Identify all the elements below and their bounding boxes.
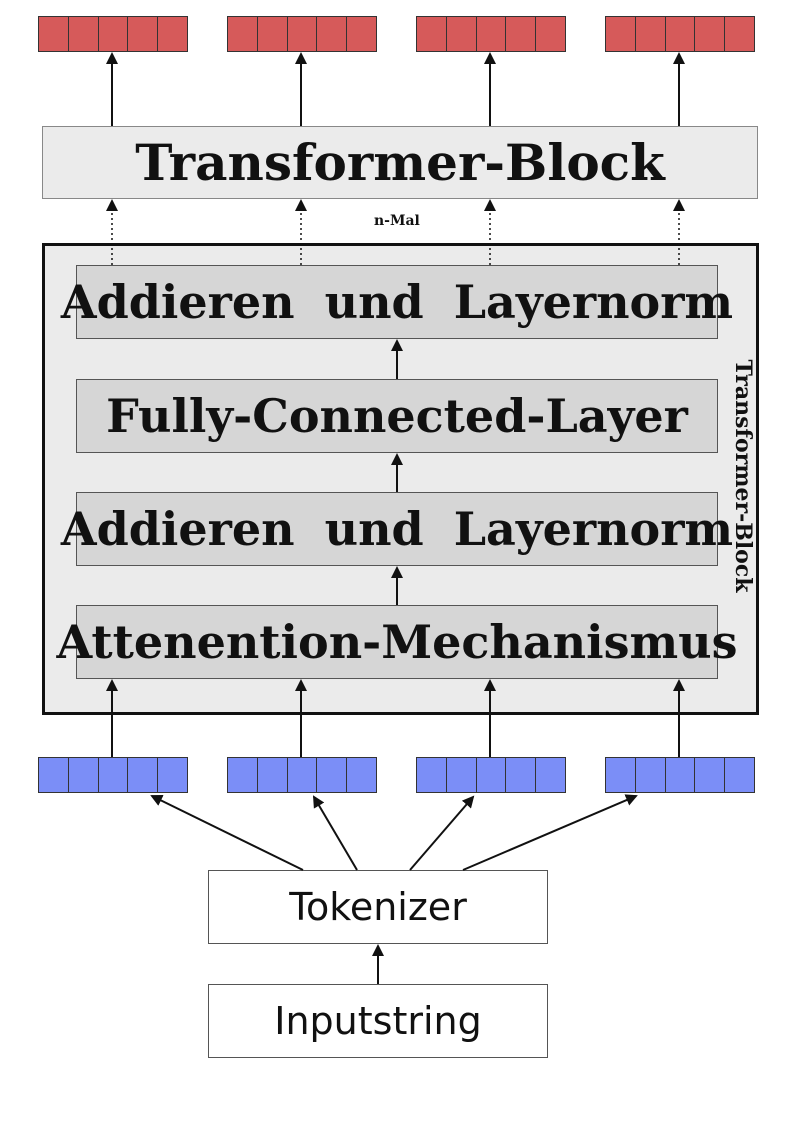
input-vector-2 xyxy=(227,757,377,793)
arrow-tokenizer-3 xyxy=(409,795,475,871)
top-transformer-block-label: Transformer-Block xyxy=(135,133,665,192)
input-string-label: Inputstring xyxy=(274,999,482,1043)
repeat-label: n-Mal xyxy=(374,213,420,229)
output-vector-1 xyxy=(38,16,188,52)
tokenizer-label: Tokenizer xyxy=(289,885,467,929)
input-vector-1 xyxy=(38,757,188,793)
arrow-tokenizer-1 xyxy=(150,795,304,871)
arrow-tokenizer-2 xyxy=(312,795,358,871)
layer-attention: Attenention-Mechanismus xyxy=(57,605,738,679)
top-transformer-block: Transformer-Block xyxy=(42,126,758,199)
input-string-box: Inputstring xyxy=(208,984,548,1058)
input-vector-3 xyxy=(416,757,566,793)
layer-add-norm-1: Addieren und Layernorm xyxy=(61,492,733,566)
tokenizer-box: Tokenizer xyxy=(208,870,548,944)
layer-fully-connected: Fully-Connected-Layer xyxy=(76,379,718,453)
layer-add-norm-2: Addieren und Layernorm xyxy=(61,265,733,339)
output-vector-4 xyxy=(605,16,755,52)
output-vector-3 xyxy=(416,16,566,52)
output-vector-2 xyxy=(227,16,377,52)
arrow-tokenizer-4 xyxy=(462,794,638,871)
input-vector-4 xyxy=(605,757,755,793)
